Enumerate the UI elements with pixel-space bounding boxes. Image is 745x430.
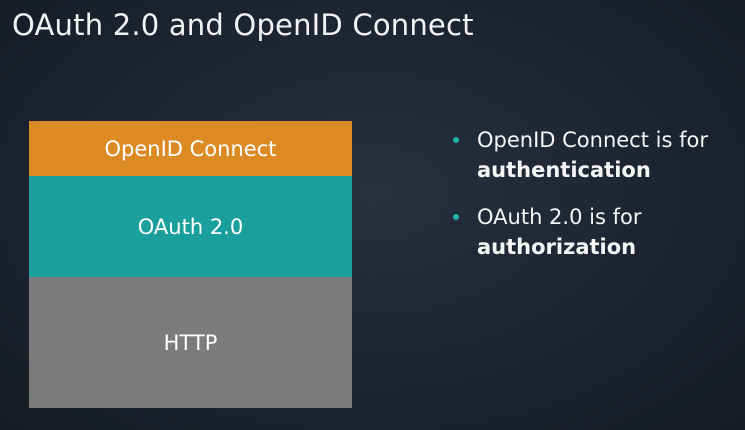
slide-title: OAuth 2.0 and OpenID Connect [12,8,474,42]
bullet-text: OAuth 2.0 is for [477,205,642,229]
protocol-stack-diagram: OpenID Connect OAuth 2.0 HTTP [29,121,352,408]
bullet-text: OpenID Connect is for [477,128,708,152]
bullet-item-authorization: OAuth 2.0 is for authorization [452,202,742,262]
bullet-emphasis: authentication [477,158,651,182]
bullet-dot-icon [453,137,459,143]
http-layer: HTTP [29,277,352,408]
bullet-list: OpenID Connect is for authentication OAu… [452,125,742,279]
bullet-item-authentication: OpenID Connect is for authentication [452,125,742,185]
openid-connect-layer: OpenID Connect [29,121,352,176]
oauth-layer: OAuth 2.0 [29,176,352,277]
bullet-emphasis: authorization [477,235,637,259]
bullet-dot-icon [453,214,459,220]
